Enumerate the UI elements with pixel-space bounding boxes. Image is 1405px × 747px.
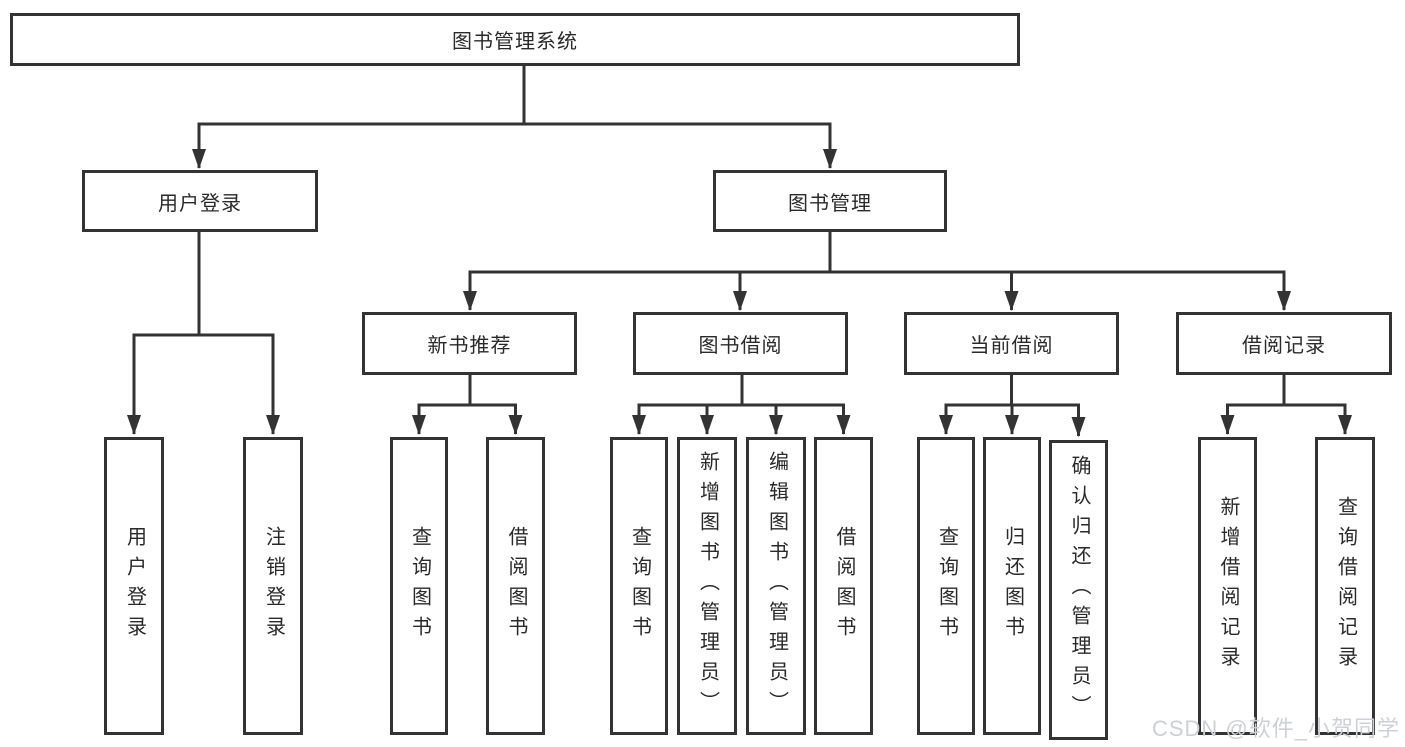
leaf-query-books-borrow: 查询图书 — [610, 437, 668, 735]
leaf-add-books-admin: 新增图书（管理员） — [677, 437, 737, 735]
leaf-label: 新增图书（管理员） — [696, 451, 719, 721]
leaf-query-books-recommend: 查询图书 — [390, 437, 448, 735]
leaf-label: 查询图书 — [408, 526, 431, 646]
leaf-label: 查询借阅记录 — [1334, 496, 1357, 676]
leaf-label: 编辑图书（管理员） — [765, 451, 788, 721]
leaf-logout: 注销登录 — [243, 437, 303, 735]
leaf-add-borrow-record: 新增借阅记录 — [1198, 437, 1257, 735]
leaf-label: 新增借阅记录 — [1217, 496, 1239, 676]
leaf-query-borrow-record: 查询借阅记录 — [1315, 437, 1375, 735]
leaf-borrow-books: 借阅图书 — [814, 437, 873, 735]
node-book-management: 图书管理 — [713, 170, 947, 232]
node-user-login: 用户登录 — [82, 170, 318, 232]
node-current-borrowing: 当前借阅 — [904, 312, 1119, 375]
leaf-confirm-return-admin: 确认归还（管理员） — [1049, 440, 1108, 740]
watermark: CSDN @软件_小贺同学 — [1151, 716, 1400, 741]
leaf-query-books-current: 查询图书 — [917, 437, 975, 735]
node-borrowing-records: 借阅记录 — [1176, 312, 1392, 375]
leaf-label: 查询图书 — [935, 526, 958, 646]
leaf-label: 用户登录 — [123, 526, 146, 646]
leaf-borrow-books-recommend: 借阅图书 — [486, 437, 545, 735]
node-book-borrowing: 图书借阅 — [633, 312, 848, 375]
leaf-return-books: 归还图书 — [983, 437, 1041, 735]
leaf-label: 归还图书 — [1001, 526, 1024, 646]
leaf-label: 借阅图书 — [833, 526, 855, 646]
leaf-label: 查询图书 — [628, 526, 651, 646]
node-root-library-system: 图书管理系统 — [10, 13, 1020, 66]
node-new-book-recommend: 新书推荐 — [362, 312, 577, 375]
leaf-label: 确认归还（管理员） — [1068, 455, 1090, 725]
leaf-user-login: 用户登录 — [104, 437, 164, 735]
leaf-label: 借阅图书 — [505, 526, 527, 646]
leaf-label: 注销登录 — [262, 526, 285, 646]
leaf-edit-books-admin: 编辑图书（管理员） — [746, 437, 806, 735]
